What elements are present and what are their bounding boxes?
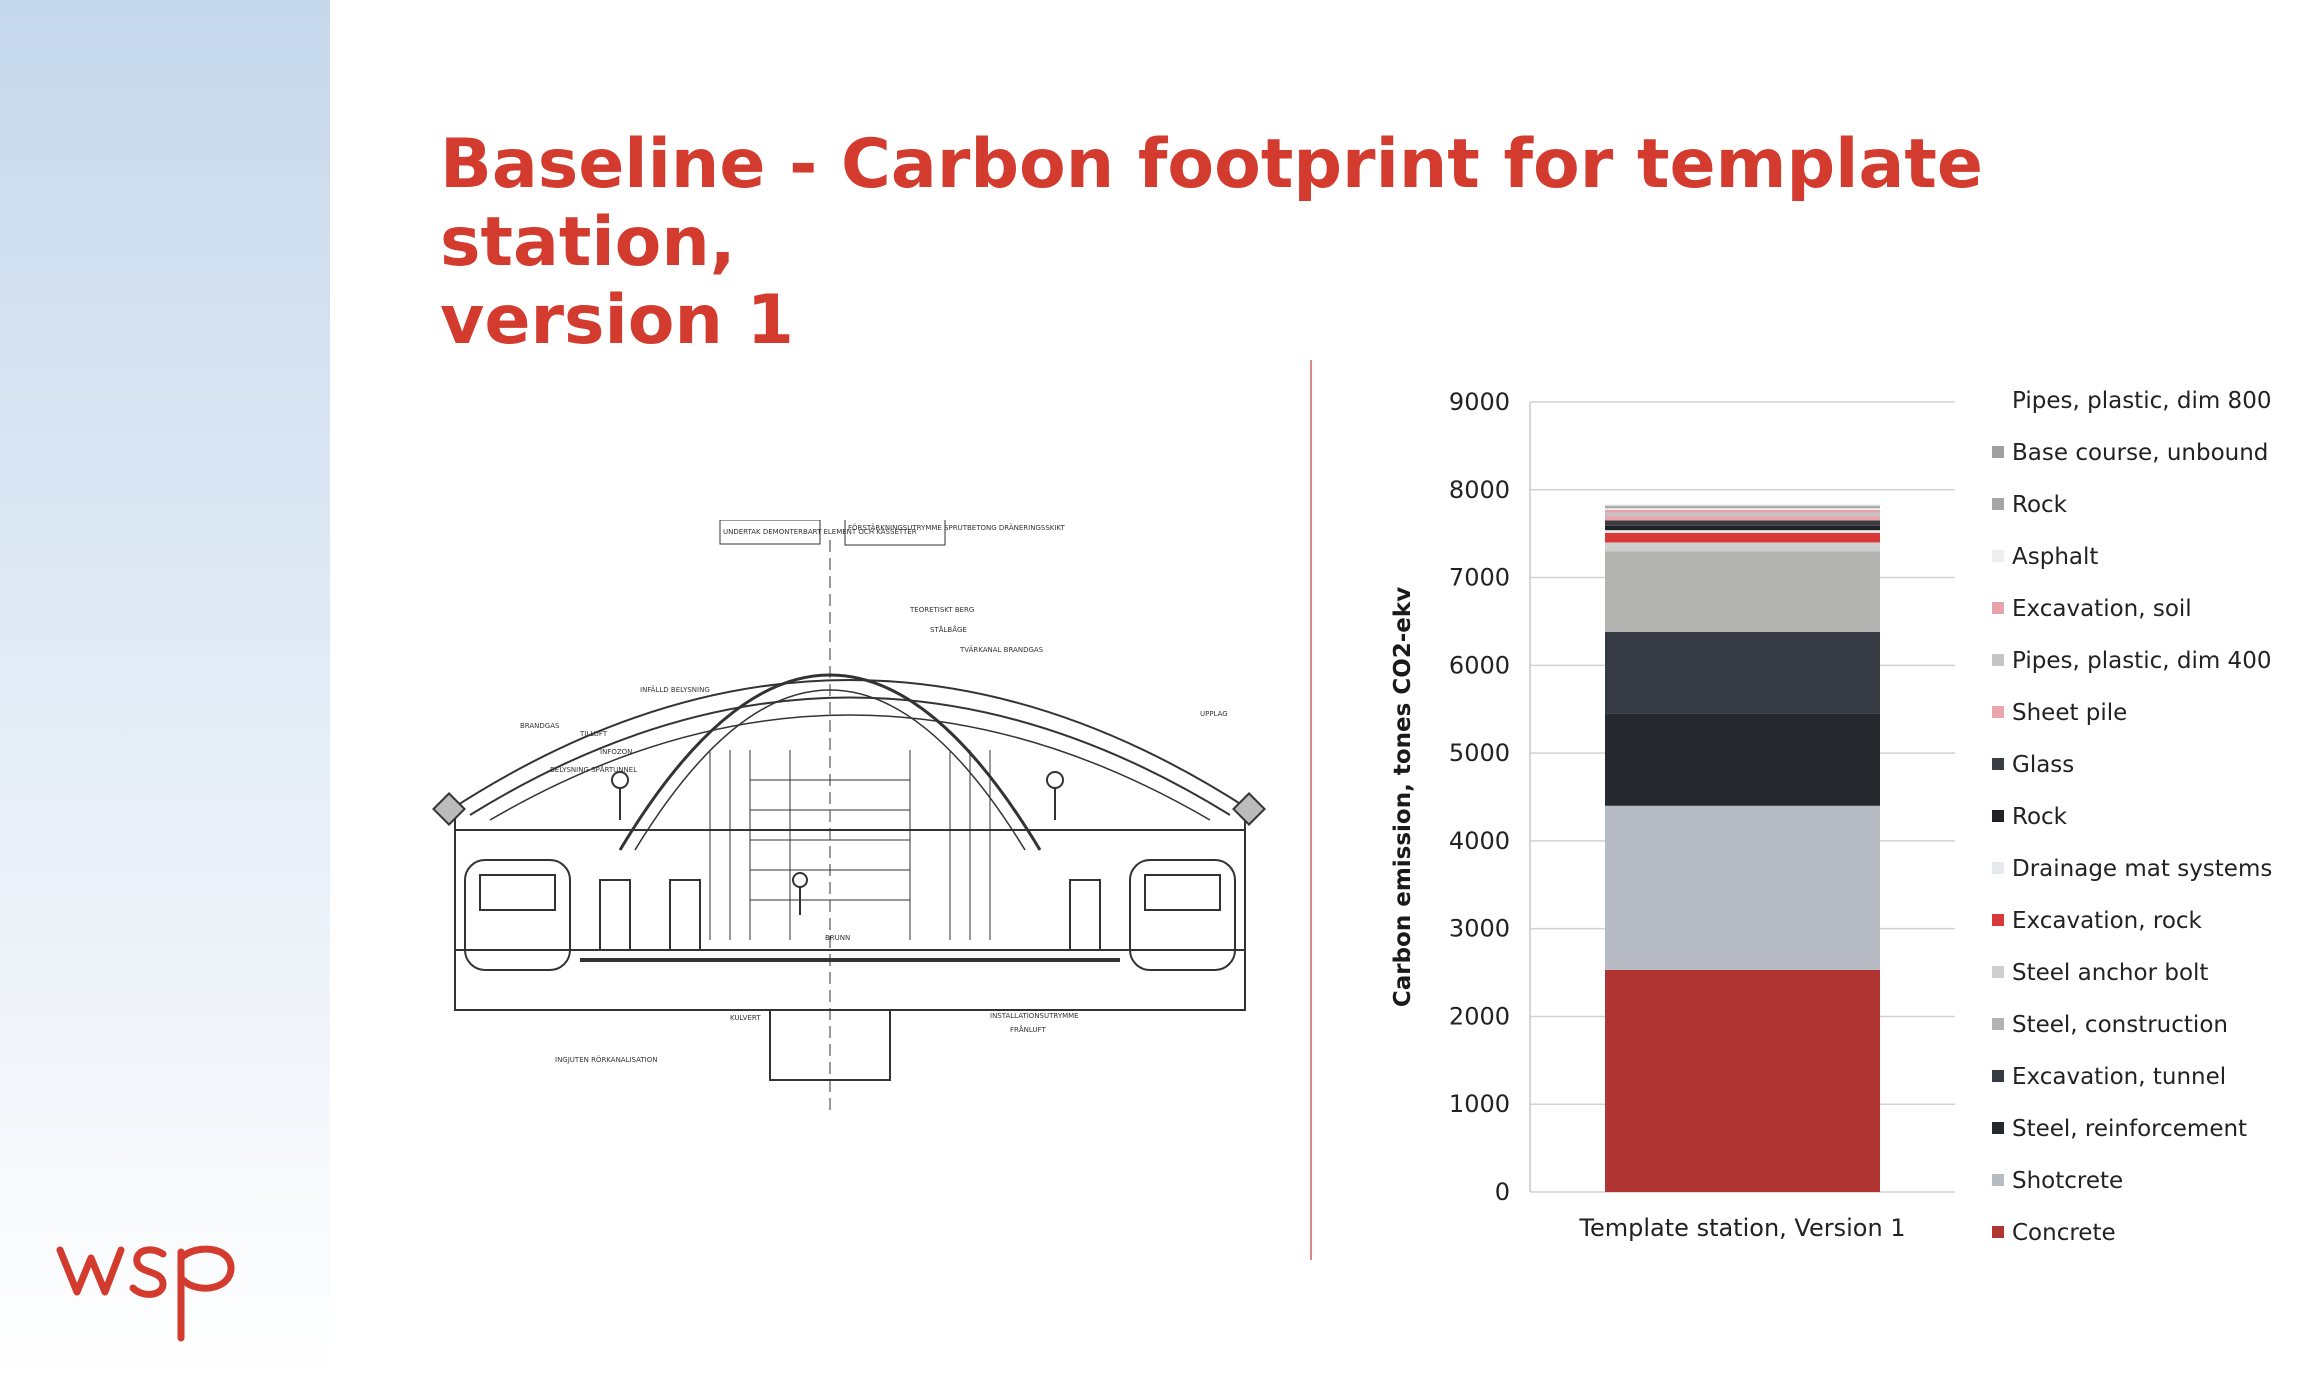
carbon-footprint-chart: 0 1000 2000 3000 4000 5000 6000 7000 8000 9000 Pi…	[1390, 388, 2272, 1246]
label-teoretiskt-berg: TEORETISKT BERG	[909, 606, 974, 614]
legend-label: Excavation, tunnel	[2012, 1064, 2226, 1090]
y-tick-label: 7000	[1449, 564, 1510, 592]
bar-segment-11	[1605, 512, 1880, 517]
slide-divider	[1310, 360, 1312, 1260]
bar-segment-1	[1605, 805, 1880, 970]
legend-swatch	[1992, 914, 2004, 926]
y-tick-label: 9000	[1449, 388, 1510, 416]
label-forstarkning: FÖRSTÄRKNINGSUTRYMME SPRUTBETONG DRÄNERI…	[848, 523, 1065, 532]
label-rorkanalisation: INGJUTEN RÖRKANALISATION	[555, 1055, 657, 1064]
legend-swatch	[1992, 550, 2004, 562]
y-tick-label: 3000	[1449, 915, 1510, 943]
legend-label: Steel, reinforcement	[2012, 1116, 2247, 1142]
bar-segment-7	[1605, 530, 1880, 533]
slide-title-line-1: Baseline - Carbon footprint for template…	[440, 125, 1983, 282]
legend-swatch	[1992, 1018, 2004, 1030]
bar-segment-3	[1605, 631, 1880, 714]
sidebar-gradient	[0, 0, 330, 1379]
bar-segment-4	[1605, 551, 1880, 632]
legend-label: Concrete	[2012, 1220, 2116, 1246]
label-franluft: FRÅNLUFT	[1010, 1025, 1046, 1034]
left-anchor	[432, 792, 466, 826]
y-tick-label: 2000	[1449, 1002, 1510, 1030]
y-axis-ticks: 0 1000 2000 3000 4000 5000 6000 7000 8000 9000	[1449, 388, 1510, 1206]
y-tick-label: 4000	[1449, 827, 1510, 855]
stacked-bar	[1604, 504, 1881, 1192]
right-anchor	[1232, 792, 1266, 826]
legend-label: Shotcrete	[2012, 1168, 2123, 1194]
escalators	[709, 750, 991, 940]
legend-swatch	[1992, 446, 2004, 458]
bar-segment-14	[1605, 506, 1880, 509]
bar-segment-16	[1604, 504, 1881, 507]
y-tick-label: 0	[1495, 1178, 1510, 1206]
legend-swatch	[1992, 498, 2004, 510]
bar-segment-10	[1605, 516, 1880, 521]
slide-title: Baseline - Carbon footprint for template…	[440, 126, 2240, 360]
y-tick-label: 1000	[1449, 1090, 1510, 1118]
label-tilluft: TILLUFT	[579, 730, 608, 738]
bar-segment-2	[1605, 713, 1880, 806]
label-undertak: UNDERTAK DEMONTERBART ELEMENT OCH KASSET…	[723, 528, 917, 536]
y-axis-label: Carbon emission, tones CO2-ekv	[1390, 587, 1416, 1007]
legend-swatch	[1992, 1174, 2004, 1186]
station-cross-section-drawing: UNDERTAK DEMONTERBART ELEMENT OCH KASSET…	[432, 520, 1266, 1110]
y-tick-label: 5000	[1449, 739, 1510, 767]
legend-swatch	[1992, 810, 2004, 822]
bar-segment-9	[1605, 520, 1880, 526]
label-brandgas: BRANDGAS	[520, 722, 560, 730]
left-train	[464, 859, 571, 971]
y-tick-label: 6000	[1449, 651, 1510, 679]
label-upplag: UPPLAG	[1200, 710, 1228, 718]
outer-vault-arch	[449, 679, 1251, 811]
label-stalbage: STÅLBÅGE	[930, 625, 967, 634]
label-infalld-belysning: INFÄLLD BELYSNING	[640, 685, 710, 694]
legend-swatch	[1992, 1070, 2004, 1082]
legend-swatch	[1992, 1122, 2004, 1134]
x-axis-category-label: Template station, Version 1	[1578, 1214, 1905, 1242]
legend-swatch	[1992, 654, 2004, 666]
legend-label: Excavation, soil	[2012, 596, 2192, 622]
legend-swatch	[1992, 394, 2004, 406]
bar-segment-13	[1605, 508, 1880, 510]
label-kulvert: KULVERT	[730, 1014, 761, 1022]
legend-label: Steel, construction	[2012, 1012, 2228, 1038]
legend-label: Asphalt	[2012, 544, 2098, 570]
legend-label: Drainage mat systems	[2012, 856, 2272, 882]
wsp-logo	[56, 1245, 235, 1342]
legend-label: Pipes, plastic, dim 800	[2012, 388, 2271, 414]
label-infozon: INFOZON	[600, 748, 632, 756]
legend-label: Sheet pile	[2012, 700, 2127, 726]
legend-label: Glass	[2012, 752, 2074, 778]
right-train	[1129, 859, 1236, 971]
label-tvarkanal: TVÄRKANAL BRANDGAS	[959, 645, 1044, 654]
y-tick-label: 8000	[1449, 476, 1510, 504]
bar-segment-6	[1605, 532, 1880, 543]
legend-swatch	[1992, 862, 2004, 874]
inner-vault-arch	[469, 696, 1231, 816]
legend-label: Base course, unbound	[2012, 440, 2268, 466]
bar-segment-0	[1605, 969, 1880, 1192]
label-belysning-spartunnel: BELYSNING SPÅRTUNNEL	[550, 765, 637, 774]
legend-label: Excavation, rock	[2012, 908, 2203, 934]
bar-segment-8	[1605, 525, 1880, 531]
legend-swatch	[1992, 758, 2004, 770]
legend-label: Steel anchor bolt	[2012, 960, 2208, 986]
legend-swatch	[1992, 966, 2004, 978]
label-brunn: BRUNN	[825, 934, 850, 942]
bar-segment-12	[1605, 509, 1880, 513]
legend-label: Rock	[2012, 492, 2068, 518]
legend-label: Rock	[2012, 804, 2068, 830]
bar-segment-5	[1605, 542, 1880, 552]
legend-swatch	[1992, 1226, 2004, 1238]
legend-label: Pipes, plastic, dim 400	[2012, 648, 2271, 674]
label-installationsutrymme: INSTALLATIONSUTRYMME	[990, 1012, 1079, 1020]
legend-swatch	[1992, 602, 2004, 614]
legend-swatch	[1992, 706, 2004, 718]
slide-title-line-2: version 1	[440, 281, 794, 360]
